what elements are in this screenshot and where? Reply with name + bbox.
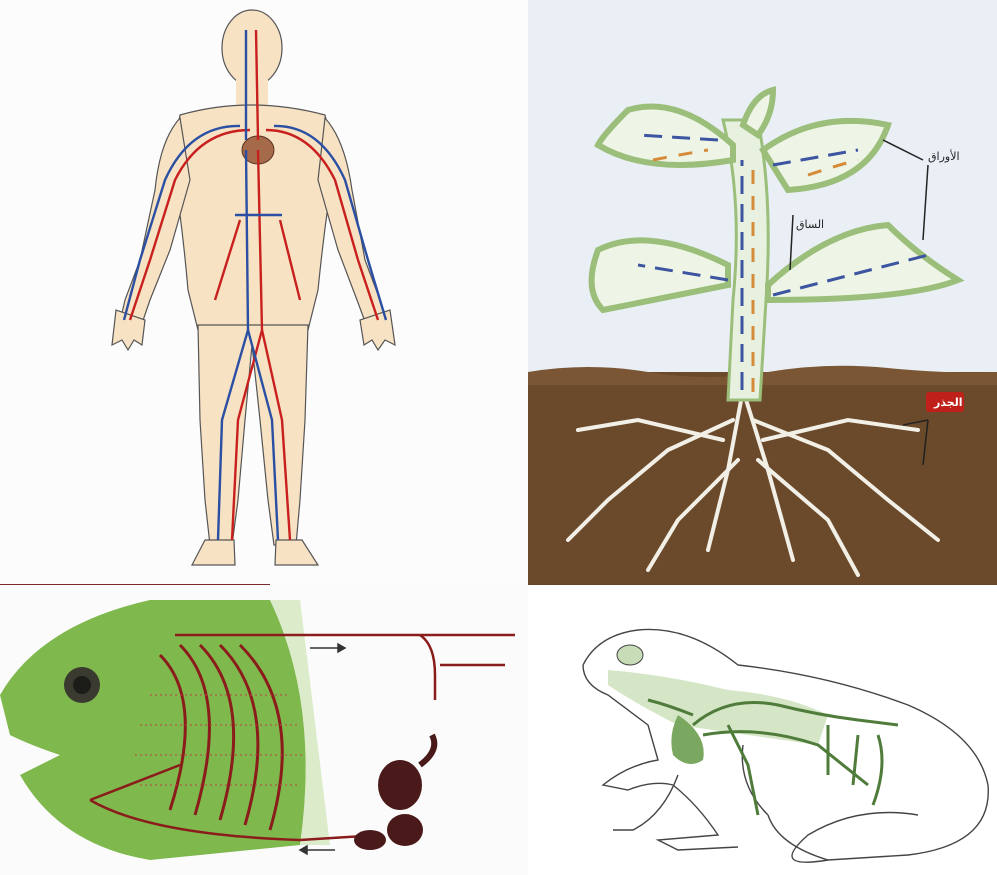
plant-diagram: الأوراق الساق الجذر [528, 0, 997, 585]
frog-outline [583, 629, 988, 862]
fish-gill-diagram [0, 585, 528, 875]
human-body-silhouette [112, 10, 395, 565]
plant-label-leaves: الأوراق [928, 149, 960, 163]
fish-gill-circulation-panel [0, 585, 528, 875]
frog-eye [617, 645, 643, 665]
fish-heart [354, 735, 434, 850]
leaves [592, 90, 958, 310]
human-body-diagram [0, 0, 528, 585]
plant-transport-panel: الأوراق الساق الجذر [528, 0, 997, 585]
plant-label-root: الجذر [933, 396, 963, 409]
fish-head [0, 600, 306, 860]
frog-diagram [528, 585, 997, 875]
fish-pupil [73, 676, 91, 694]
human-circulatory-panel [0, 0, 528, 585]
frog-circulation-panel [528, 585, 997, 875]
plant-label-stem: الساق [796, 218, 824, 231]
